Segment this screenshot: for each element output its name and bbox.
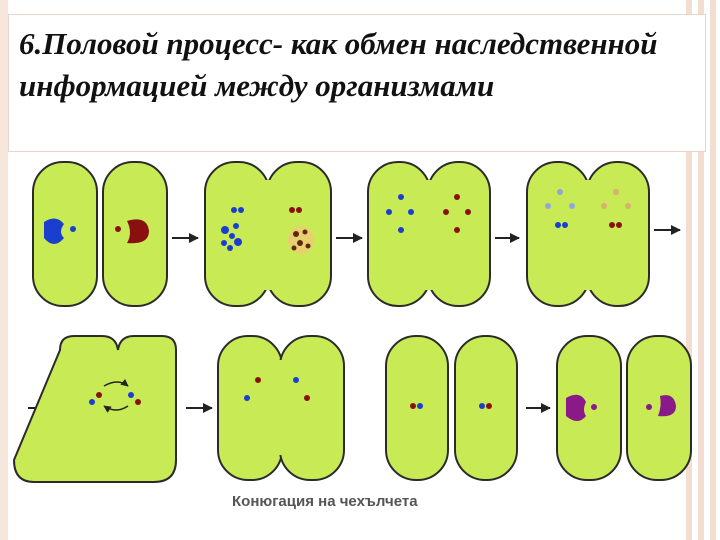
stage-3-pair xyxy=(367,161,491,307)
stage-4-pair xyxy=(526,161,650,307)
joining-zone xyxy=(276,360,286,455)
micronucleus xyxy=(115,226,121,232)
slide-title: 6.Половой процесс- как обмен наследствен… xyxy=(19,26,658,103)
cell xyxy=(279,335,345,481)
stage-2-pair xyxy=(204,161,332,307)
micronucleus xyxy=(609,222,615,228)
micronucleus xyxy=(89,399,95,405)
micronucleus xyxy=(96,392,102,398)
micronucleus xyxy=(244,395,250,401)
macronucleus-purple xyxy=(658,395,676,417)
macronucleus-purple xyxy=(566,394,586,421)
micronucleus xyxy=(135,399,141,405)
slide-left-border xyxy=(0,0,8,540)
micronucleus xyxy=(293,377,299,383)
stage-6-pair xyxy=(217,335,345,481)
degenerating-micronuclei xyxy=(545,189,575,209)
exchange-arrow xyxy=(103,405,129,413)
micronucleus xyxy=(238,207,244,213)
title-box: 6.Половой процесс- как обмен наследствен… xyxy=(8,14,706,152)
stage-7-pair xyxy=(385,335,518,481)
joining-zone xyxy=(424,180,434,290)
cell xyxy=(556,335,622,481)
joining-zone xyxy=(263,180,273,290)
micronucleus xyxy=(479,403,485,409)
micronucleus xyxy=(562,222,568,228)
conjugation-diagram xyxy=(12,161,692,483)
cell xyxy=(454,335,518,481)
micronuclei-blue xyxy=(386,194,414,233)
macronucleus-blue xyxy=(44,218,64,244)
micronucleus xyxy=(616,222,622,228)
fragmented-macronucleus-red xyxy=(288,226,314,254)
stage-5-pair xyxy=(12,335,177,483)
micronucleus xyxy=(289,207,295,213)
micronuclei-red xyxy=(443,194,471,233)
cell xyxy=(626,335,692,481)
cell xyxy=(427,161,491,307)
micronucleus xyxy=(70,226,76,232)
cell xyxy=(586,161,650,307)
micronucleus xyxy=(255,377,261,383)
micronucleus xyxy=(296,207,302,213)
micronucleus xyxy=(231,207,237,213)
cell xyxy=(12,335,177,483)
micronucleus xyxy=(486,403,492,409)
cell xyxy=(217,335,283,481)
micronucleus xyxy=(417,403,423,409)
stage-1-pair xyxy=(32,161,168,307)
micronucleus xyxy=(555,222,561,228)
micronucleus xyxy=(304,395,310,401)
fragmented-macronucleus-blue xyxy=(221,223,242,251)
cell xyxy=(204,161,270,307)
cell xyxy=(367,161,431,307)
cell xyxy=(385,335,449,481)
cell xyxy=(32,161,98,307)
degenerating-micronuclei xyxy=(601,189,631,209)
micronucleus xyxy=(646,404,652,410)
joining-zone xyxy=(583,180,593,290)
micronucleus xyxy=(128,392,134,398)
cell xyxy=(526,161,590,307)
stage-8-pair xyxy=(556,335,692,481)
macronucleus-red xyxy=(127,219,149,244)
micronucleus xyxy=(410,403,416,409)
figure-caption: Конюгация на чехълчета xyxy=(232,493,418,510)
exchange-arrow xyxy=(103,378,129,387)
micronucleus xyxy=(591,404,597,410)
